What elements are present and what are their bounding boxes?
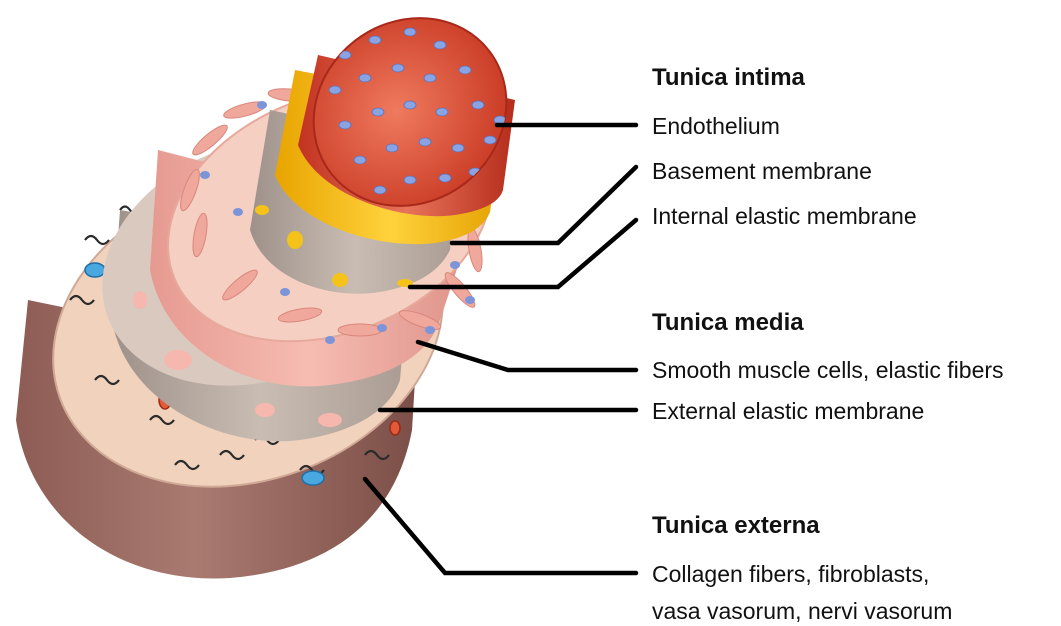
- tunica-intima-heading: Tunica intima: [652, 66, 805, 90]
- endothelium-label: Endothelium: [652, 115, 780, 138]
- tunica-media-heading: Tunica media: [652, 311, 804, 335]
- leader-smooth-muscle: [418, 342, 636, 370]
- leader-tunica-externa: [365, 479, 636, 573]
- internal-elastic-membrane-label: Internal elastic membrane: [652, 205, 917, 228]
- basement-membrane-label: Basement membrane: [652, 160, 872, 183]
- tunica-externa-heading: Tunica externa: [652, 514, 820, 538]
- tunica-externa-line2: vasa vasorum, nervi vasorum: [652, 600, 952, 623]
- tunica-externa-line1: Collagen fibers, fibroblasts,: [652, 563, 929, 586]
- smooth-muscle-label: Smooth muscle cells, elastic fibers: [652, 359, 1004, 382]
- external-elastic-membrane-label: External elastic membrane: [652, 400, 924, 423]
